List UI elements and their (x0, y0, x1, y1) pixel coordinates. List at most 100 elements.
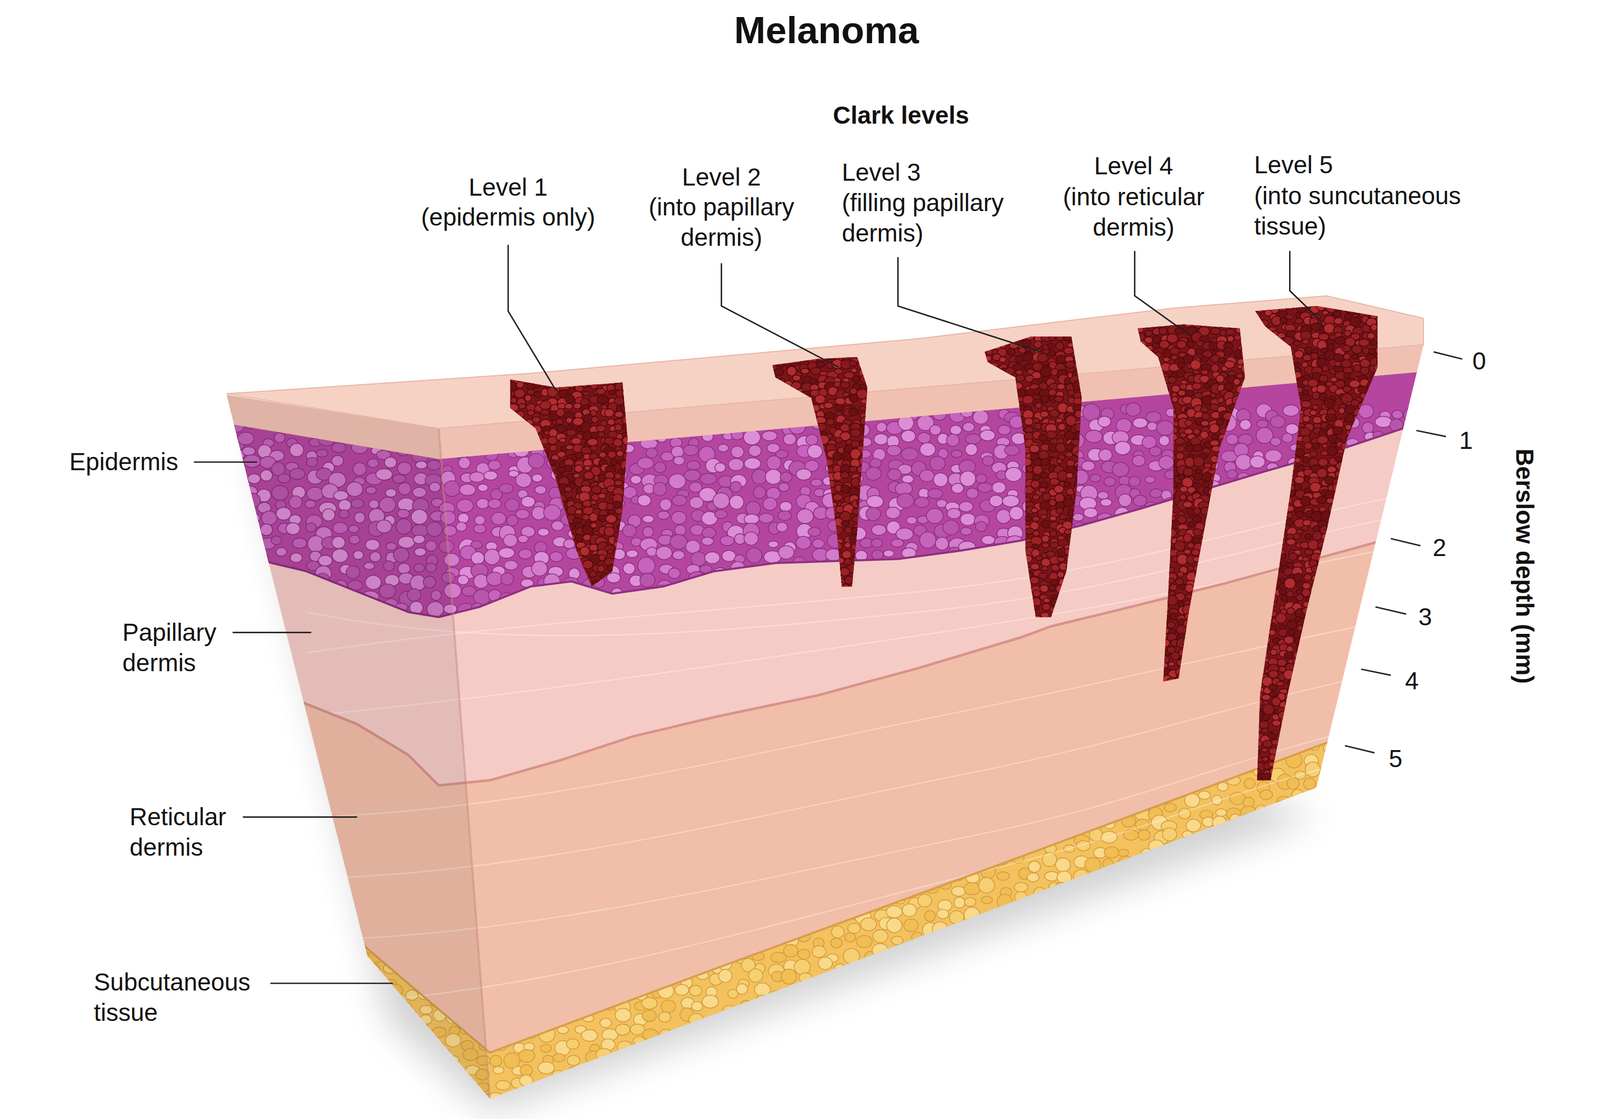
fat-cell (1136, 770, 1150, 783)
epidermis-cell (210, 475, 221, 484)
fat-cell (813, 746, 825, 755)
fat-cell (970, 726, 983, 739)
epidermis-cell (1266, 486, 1278, 498)
epidermis-cell (933, 473, 948, 487)
fat-cell (752, 715, 765, 727)
epidermis-cell (758, 513, 774, 524)
fat-cell (1003, 769, 1015, 779)
fat-cell (1169, 785, 1180, 795)
fat-cell (907, 767, 920, 778)
epidermis-cell (669, 534, 687, 550)
fat-cell (1102, 714, 1116, 727)
fat-cell (525, 732, 540, 742)
epidermis-cell (1314, 613, 1325, 624)
epidermis-cell (699, 590, 716, 604)
fat-cell (953, 732, 966, 741)
epidermis-cell (981, 536, 996, 546)
epidermis-cell (778, 545, 794, 559)
fat-cell (810, 701, 824, 716)
fat-cell (1424, 713, 1438, 726)
fat-cell (584, 728, 598, 740)
fat-cell (1076, 753, 1090, 762)
epidermis-cell (962, 563, 975, 575)
epidermis-cell (1110, 617, 1128, 632)
fat-cell (1398, 731, 1412, 742)
fat-cell (1075, 691, 1089, 704)
fat-cell (1028, 737, 1043, 749)
epidermis-cell (992, 482, 1006, 494)
fat-cell (1181, 699, 1194, 708)
fat-cell (1120, 704, 1134, 714)
epidermis-cell (1090, 566, 1102, 577)
fat-cell (1142, 739, 1153, 748)
fat-cell (619, 780, 635, 795)
epidermis-cell (1376, 476, 1388, 486)
fat-cell (1124, 739, 1137, 751)
epidermis-cell (700, 574, 714, 588)
fat-cell (1430, 703, 1444, 715)
fat-cell (490, 754, 507, 766)
epidermis-cell (505, 498, 519, 512)
epidermis-cell (488, 499, 502, 509)
fat-cell (1088, 685, 1100, 694)
epidermis-cell (1356, 466, 1374, 482)
epidermis-cell (1346, 600, 1362, 615)
epidermis-cell (673, 456, 685, 466)
epidermis-cell (1441, 497, 1454, 509)
epidermis-cell (1134, 579, 1145, 590)
epidermis-cell (1131, 511, 1148, 524)
epidermis-cell (1406, 592, 1420, 604)
epidermis-cell (1371, 509, 1387, 521)
fat-cell (834, 752, 845, 763)
epidermis-cell (1359, 444, 1375, 459)
epidermis-cell (459, 484, 476, 496)
epidermis-cell (518, 549, 533, 560)
epidermis-cell (553, 614, 565, 623)
epidermis-cell (640, 601, 653, 612)
epidermis-cell (1104, 477, 1116, 487)
epidermis-cell (623, 592, 636, 605)
epidermis-cell (229, 458, 243, 468)
epidermis-cell (531, 616, 544, 626)
epidermis-cell (1393, 522, 1411, 538)
fat-cell (571, 712, 587, 725)
fat-cell (1332, 713, 1349, 724)
epidermis-cell (1388, 563, 1402, 576)
epidermis-cell (212, 458, 227, 471)
epidermis-cell (1204, 611, 1218, 623)
epidermis-cell (810, 479, 822, 487)
fat-cell (642, 683, 658, 698)
epidermis-cell (1218, 487, 1234, 503)
fat-cell (1369, 685, 1382, 696)
epidermis-cell (1409, 522, 1425, 533)
epidermis-cell (1067, 593, 1080, 604)
fat-cell (508, 757, 523, 770)
epidermis-cell (226, 616, 243, 632)
epidermis-cell (207, 602, 224, 615)
fat-cell (1225, 743, 1238, 752)
epidermis-cell (241, 586, 259, 604)
fat-cell (784, 729, 798, 742)
fat-cell (1198, 754, 1212, 764)
fat-cell (557, 764, 570, 775)
fat-cell (1134, 718, 1146, 727)
epidermis-cell (872, 550, 884, 561)
fat-cell (1107, 723, 1123, 736)
fat-cell (737, 717, 751, 728)
epidermis-cell (704, 552, 720, 564)
epidermis-cell (1393, 457, 1411, 471)
fat-cell (722, 730, 739, 742)
epidermis-cell (1312, 604, 1330, 618)
fat-cell (966, 714, 983, 726)
fat-cell (788, 718, 801, 728)
epidermis-cell (898, 563, 915, 576)
epidermis-cell (1242, 587, 1254, 596)
epidermis-cell (638, 614, 655, 629)
epidermis-cell (1238, 561, 1253, 574)
epidermis-cell (1377, 524, 1392, 539)
epidermis-cell (210, 481, 222, 493)
epidermis-cell (1364, 602, 1378, 612)
epidermis-cell (868, 578, 885, 591)
epidermis-cell (1325, 577, 1341, 588)
epidermis-cell (1272, 471, 1288, 485)
